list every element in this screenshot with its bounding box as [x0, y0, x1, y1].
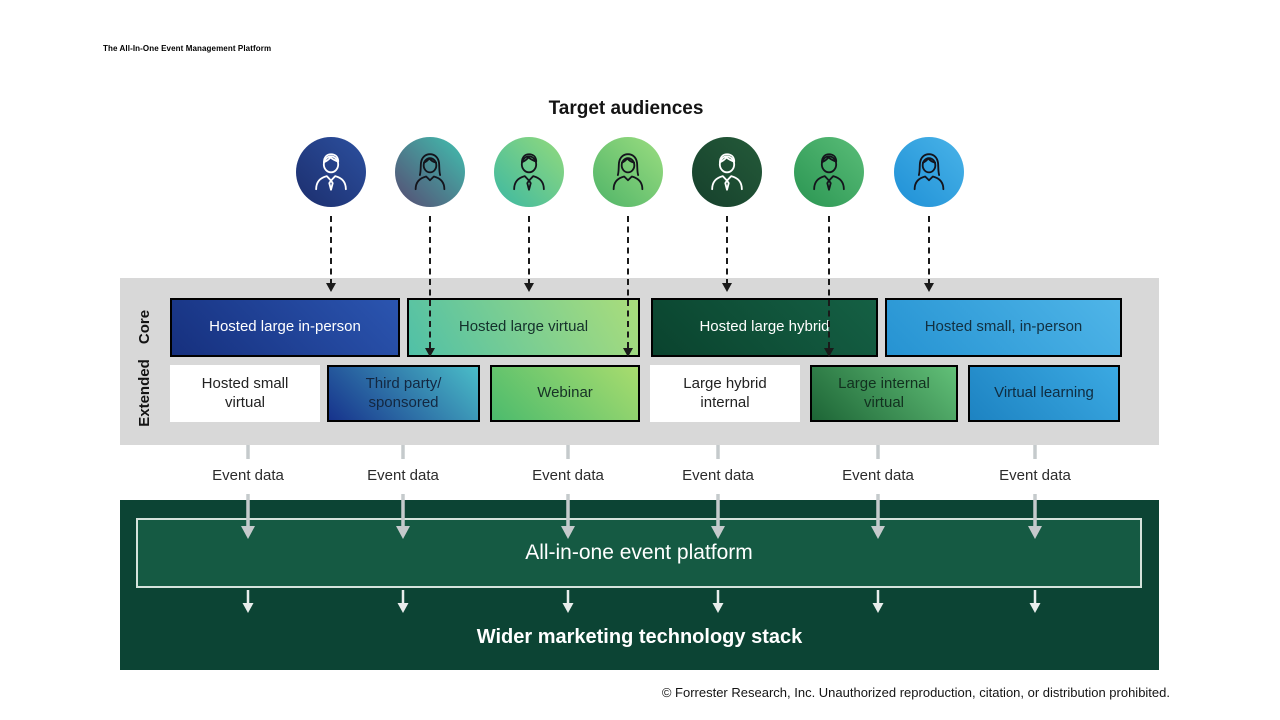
extended-box-webinar: Webinar: [490, 365, 640, 422]
audience-avatar-4: [593, 137, 663, 207]
person-man-icon: [704, 149, 750, 195]
core-box-hosted-large-virtual: Hosted large virtual: [407, 298, 640, 357]
audience-avatar-3: [494, 137, 564, 207]
core-box-hosted-large-in-person: Hosted large in-person: [170, 298, 400, 357]
marketing-stack-title: Wider marketing technology stack: [476, 626, 803, 648]
core-row-label: Core: [135, 309, 153, 345]
extended-box-virtual-learning: Virtual learning: [968, 365, 1120, 422]
audience-avatar-2: [395, 137, 465, 207]
core-box-hosted-large-hybrid: Hosted large hybrid: [651, 298, 878, 357]
report-title: The All-In-One Event Management Platform: [103, 44, 272, 53]
audience-avatar-6: [794, 137, 864, 207]
core-box-hosted-small-in-person: Hosted small, in-person: [885, 298, 1122, 357]
target-audiences-title: Target audiences: [548, 98, 704, 119]
copyright-text: © Forrester Research, Inc. Unauthorized …: [661, 685, 1170, 700]
extended-box-large-hybrid-internal: Large hybrid internal: [650, 365, 800, 422]
extended-box-large-internal-virtual: Large internal virtual: [810, 365, 958, 422]
person-woman-icon: [605, 149, 651, 195]
person-man-icon: [308, 149, 354, 195]
extended-row-label: Extended: [135, 359, 153, 427]
event-data-label-6: Event data: [999, 467, 1071, 484]
audience-avatar-7: [894, 137, 964, 207]
audience-avatar-5: [692, 137, 762, 207]
event-data-label-5: Event data: [842, 467, 914, 484]
event-data-label-3: Event data: [532, 467, 604, 484]
person-man-icon: [806, 149, 852, 195]
event-data-label-4: Event data: [682, 467, 754, 484]
event-data-label-1: Event data: [212, 467, 284, 484]
event-platform-box: All-in-one event platform: [136, 518, 1142, 588]
extended-box-third-party-sponsored: Third party/ sponsored: [327, 365, 480, 422]
audience-avatar-1: [296, 137, 366, 207]
person-man-icon: [506, 149, 552, 195]
person-woman-icon: [906, 149, 952, 195]
person-woman-icon: [407, 149, 453, 195]
event-data-label-2: Event data: [367, 467, 439, 484]
extended-box-hosted-small-virtual: Hosted small virtual: [170, 365, 320, 422]
